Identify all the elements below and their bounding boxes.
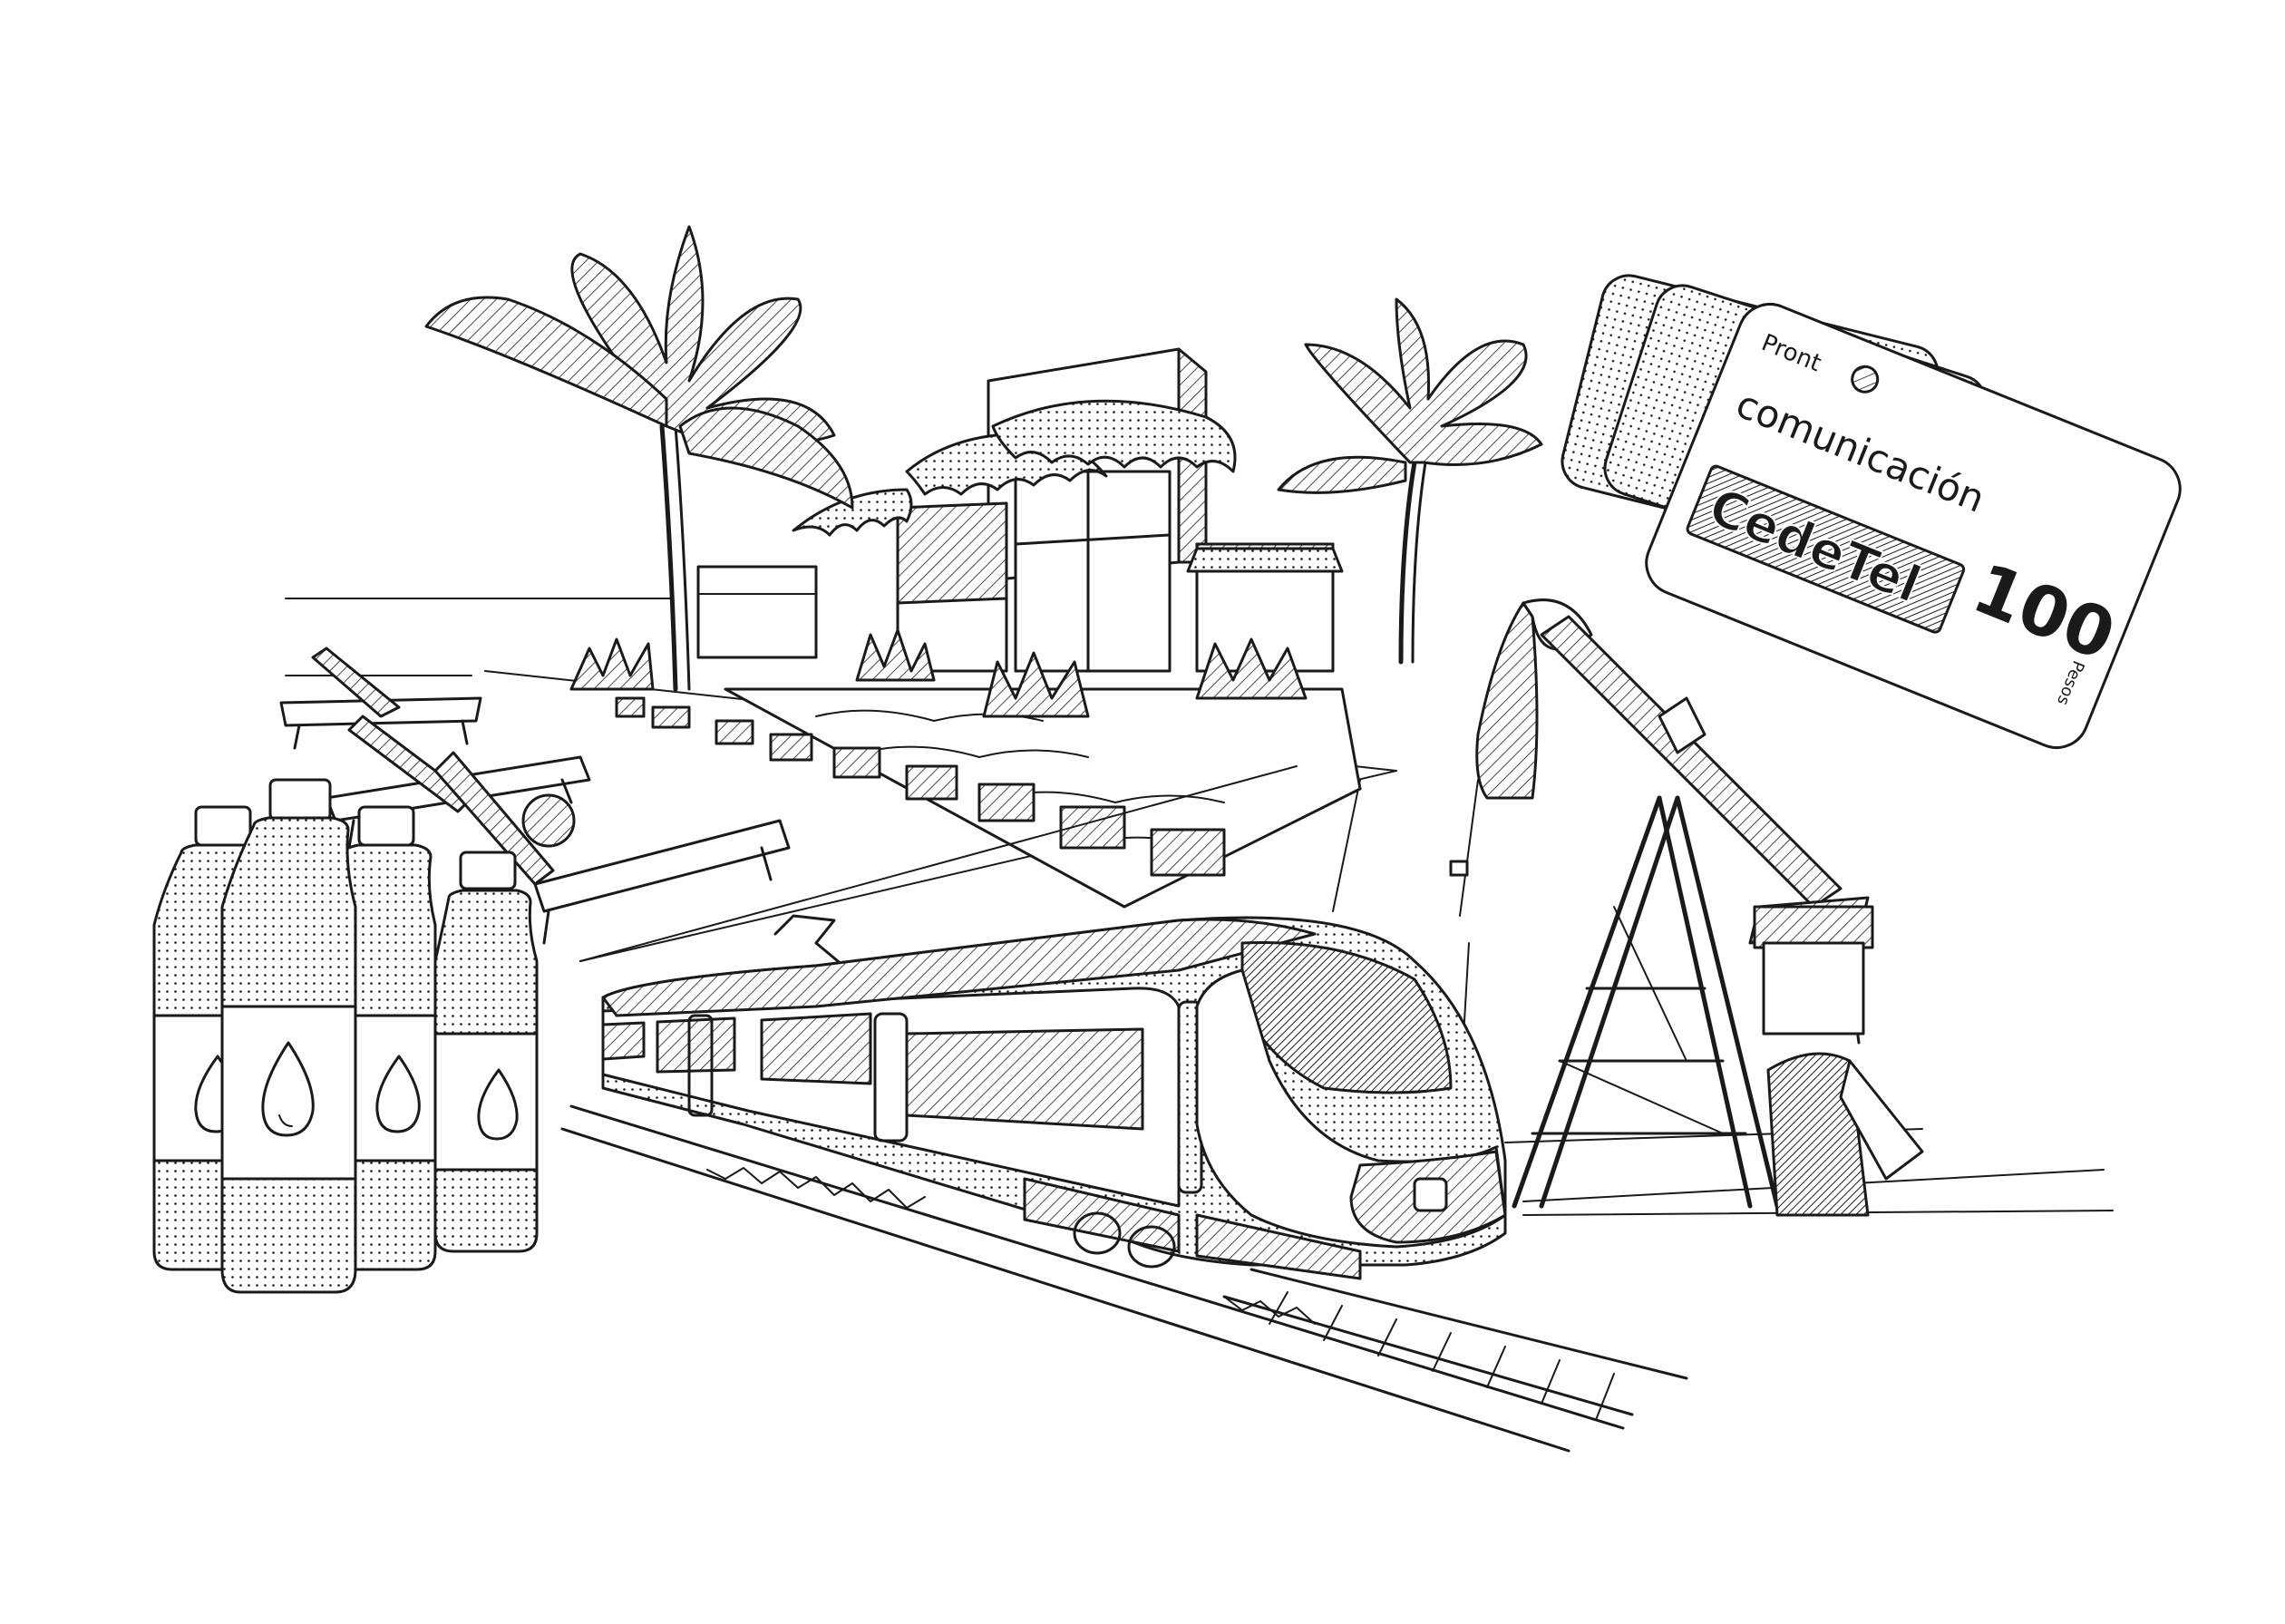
lounge-chair-front (433, 751, 791, 945)
palm-tree-right (1277, 297, 1543, 665)
card-brand-box (1686, 464, 1966, 634)
water-bottles (152, 778, 539, 1294)
card-hole (1851, 365, 1880, 394)
palm-tree-left (424, 225, 854, 692)
poolside-bushes (569, 628, 1308, 877)
phone-cards: Pront comunicación CedeTel 100 Pesos (1561, 274, 2182, 749)
oil-pumpjack (1449, 598, 2114, 1217)
pool (724, 687, 1362, 909)
water-bottle-4 (433, 851, 539, 1253)
train-scene (560, 765, 1688, 1453)
phone-card-front: Pront comunicación CedeTel 100 Pesos (1645, 303, 2182, 749)
pool-house (792, 347, 1344, 673)
lounge-chair-back (279, 647, 482, 750)
resort-scene (279, 225, 1543, 962)
railway-track (560, 1104, 1688, 1453)
water-bottle-2 (220, 778, 357, 1294)
train (601, 916, 1507, 1280)
